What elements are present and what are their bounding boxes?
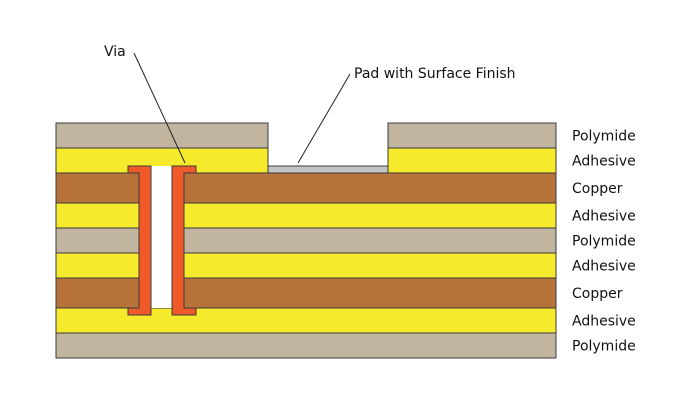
layer-label: Copper [572,286,623,302]
layer-label: Adhesive [572,209,636,225]
pad-leader-line [297,73,351,164]
via-callout-label: Via [104,44,126,60]
via-leader-line [133,52,186,164]
layer-polymide [387,122,557,149]
via [127,165,197,316]
via-barrel-left [127,165,152,316]
layer-label: Polymide [572,339,636,355]
layer-label: Copper [572,181,623,197]
layer-label: Adhesive [572,154,636,170]
layer-labels: PolymideAdhesiveCopperAdhesivePolymideAd… [572,129,636,355]
layer-label: Adhesive [572,259,636,275]
layer-label: Polymide [572,129,636,145]
layer-polymide [55,122,269,149]
layer-copper [55,172,557,204]
layers-group [55,122,557,359]
surface-finish-pad [267,165,389,174]
layer-adhesive [55,252,557,279]
layer-adhesive [55,202,557,229]
pad-callout-label: Pad with Surface Finish [354,66,516,82]
layer-adhesive [387,147,557,174]
layer-copper [55,277,557,309]
layer-label: Adhesive [572,314,636,330]
via-hole [150,166,172,308]
layer-polymide [55,227,557,254]
via-barrel-right [171,165,197,316]
layer-label: Polymide [572,234,636,250]
layer-polymide [55,332,557,359]
